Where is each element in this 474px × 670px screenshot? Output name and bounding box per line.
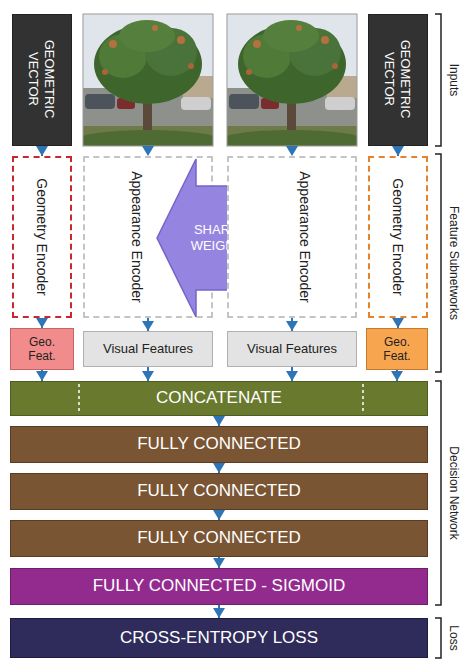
- layer-bar: FULLY CONNECTED: [10, 473, 428, 510]
- feature-box: Visual Features: [83, 331, 213, 367]
- flow-arrow: [397, 318, 399, 328]
- flow-arrow: [291, 367, 293, 381]
- node-label: FULLY CONNECTED: [137, 434, 301, 454]
- feature-box: Geo. Feat.: [366, 328, 428, 370]
- flow-arrow: [291, 318, 293, 331]
- node-label: CROSS-ENTROPY LOSS: [120, 628, 318, 648]
- layer-bar: FULLY CONNECTED: [10, 520, 428, 557]
- node-label: Geo. Feat.: [372, 335, 422, 364]
- bracket: [435, 14, 441, 146]
- flow-arrow: [218, 463, 220, 473]
- bracket: [435, 381, 441, 605]
- section-brackets: [435, 14, 441, 658]
- tree-photo: [76, 14, 220, 150]
- flow-arrow: [218, 557, 220, 568]
- flow-arrow: [396, 370, 398, 381]
- section-label: Loss: [447, 625, 461, 650]
- loss-bar: CROSS-ENTROPY LOSS: [10, 618, 428, 658]
- flow-arrow: [218, 416, 220, 426]
- node-label: Appearance Encoder: [297, 162, 314, 312]
- node-label: Geometry Encoder: [34, 162, 51, 312]
- input-box: GEOMETRIC VECTOR: [368, 14, 428, 146]
- flow-arrow: [41, 318, 43, 328]
- flow-arrow: [147, 318, 149, 331]
- bracket: [435, 154, 441, 372]
- photo-frame: [227, 14, 357, 146]
- photo-frame: [83, 14, 213, 146]
- node-label: GEOMETRIC VECTOR: [381, 20, 412, 138]
- layer-bar: CONCATENATE: [10, 381, 428, 416]
- flow-arrowhead: [286, 146, 298, 156]
- encoder-box: Appearance Encoder: [227, 156, 357, 318]
- tree-photo: [220, 14, 364, 150]
- bracket: [435, 618, 441, 658]
- node-label: Visual Features: [247, 341, 337, 357]
- node-label: FULLY CONNECTED: [137, 528, 301, 548]
- flow-arrowhead: [142, 146, 154, 156]
- feature-box: Geo. Feat.: [10, 328, 74, 370]
- node-label: Geometry Encoder: [390, 162, 407, 312]
- layer-bar: FULLY CONNECTED: [10, 426, 428, 463]
- flow-arrow: [41, 370, 43, 381]
- section-label: Feature Subnetworks: [447, 206, 461, 320]
- flow-arrow: [218, 605, 220, 618]
- encoder-box: Geometry Encoder: [368, 156, 428, 318]
- flow-arrow: [41, 146, 43, 156]
- flow-arrow: [218, 510, 220, 520]
- node-label: CONCATENATE: [156, 388, 282, 408]
- flow-arrow: [397, 146, 399, 156]
- encoder-box: Geometry Encoder: [12, 156, 72, 318]
- node-label: Visual Features: [103, 341, 193, 357]
- node-label: Appearance Encoder: [129, 162, 146, 312]
- node-label: FULLY CONNECTED - SIGMOID: [93, 576, 346, 596]
- input-box: GEOMETRIC VECTOR: [12, 14, 72, 146]
- section-label: Inputs: [447, 64, 461, 97]
- flow-arrow: [147, 367, 149, 381]
- section-label: Decision Network: [447, 446, 461, 539]
- node-label: GEOMETRIC VECTOR: [25, 20, 56, 138]
- feature-box: Visual Features: [227, 331, 357, 367]
- node-label: Geo. Feat.: [16, 335, 68, 364]
- node-label: FULLY CONNECTED: [137, 481, 301, 501]
- layer-bar: FULLY CONNECTED - SIGMOID: [10, 568, 428, 605]
